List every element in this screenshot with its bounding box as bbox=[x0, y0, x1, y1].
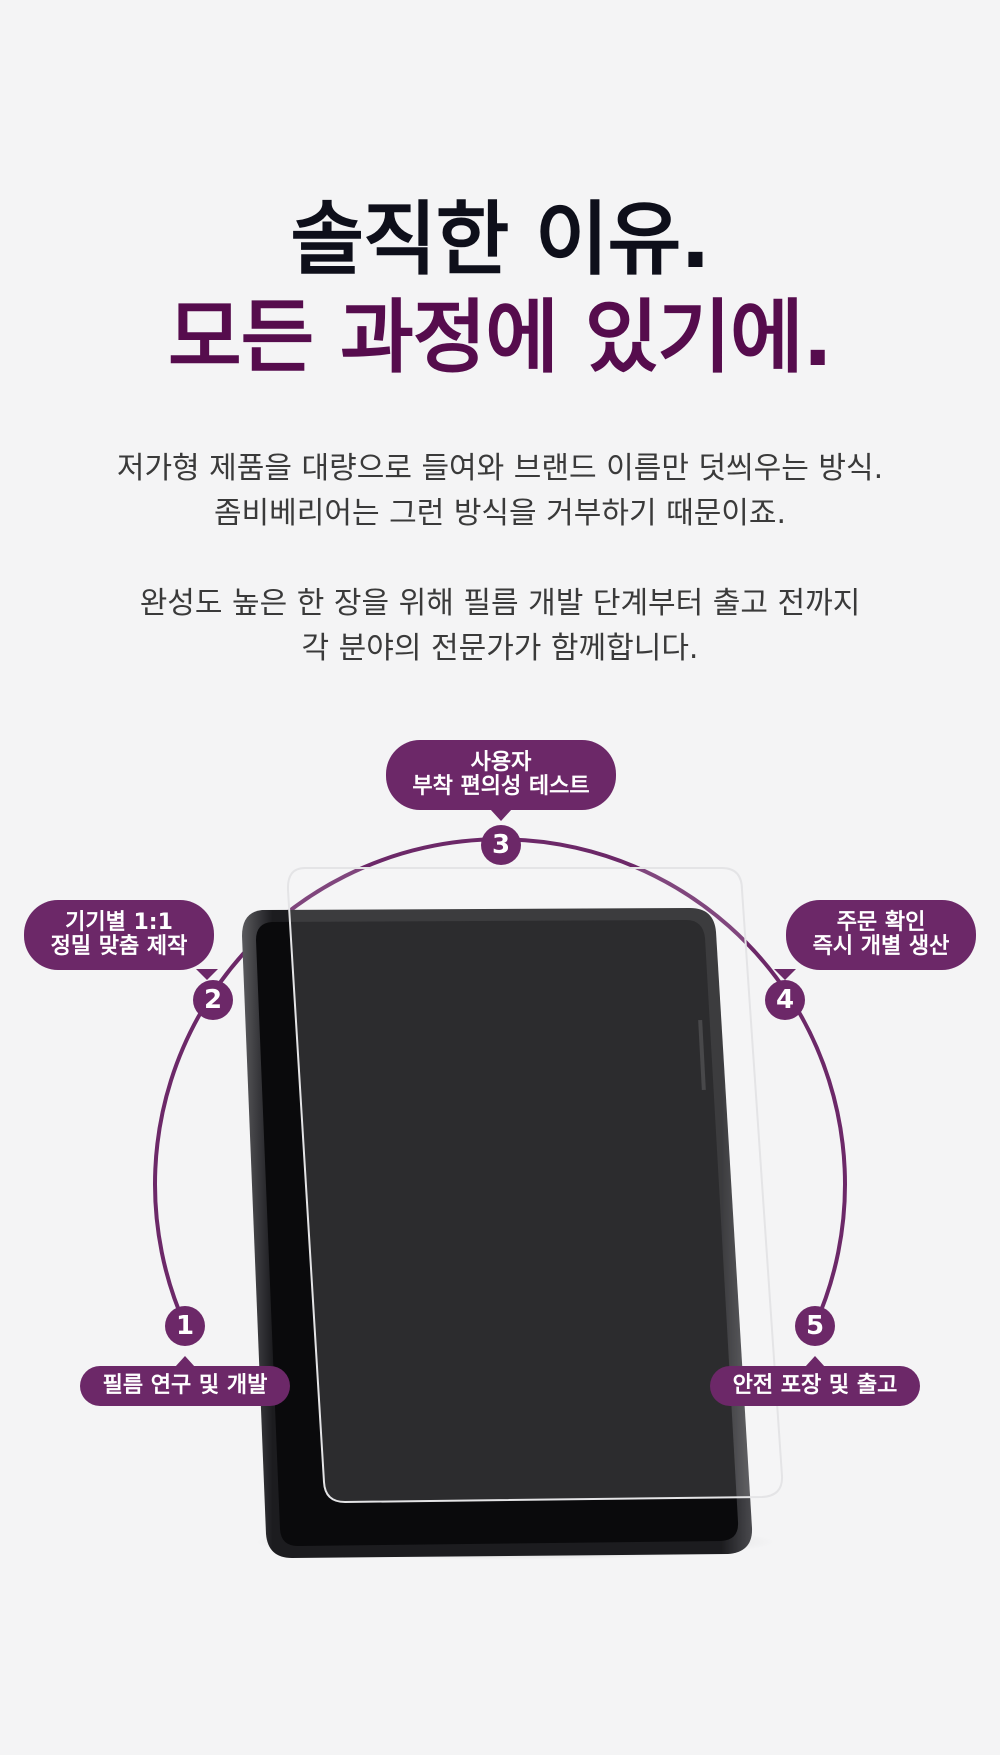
headline-line-2: 모든 과정에 있기에. bbox=[168, 291, 833, 384]
step-label-line: 정밀 맞춤 제작 bbox=[50, 934, 188, 959]
process-diagram: 사용자 부착 편의성 테스트 기기별 1:1 정밀 맞춤 제작 주문 확인 즉시… bbox=[0, 700, 1000, 1600]
pill-pointer bbox=[805, 1356, 825, 1367]
description-line: 좀비베리어는 그런 방식을 거부하기 때문이죠. bbox=[213, 496, 787, 531]
description-line: 저가형 제품을 대량으로 들여와 브랜드 이름만 덧씌우는 방식. bbox=[116, 451, 884, 486]
step-label-line: 사용자 bbox=[470, 750, 532, 775]
process-diagram-graphic bbox=[153, 809, 847, 1560]
step-1-number: 1 bbox=[165, 1306, 205, 1346]
step-5-label: 안전 포장 및 출고 bbox=[710, 1366, 920, 1406]
step-label-line: 기기별 1:1 bbox=[65, 910, 173, 935]
description-paragraph-2: 완성도 높은 한 장을 위해 필름 개발 단계부터 출고 전까지 각 분야의 전… bbox=[0, 581, 1000, 671]
description-paragraph-1: 저가형 제품을 대량으로 들여와 브랜드 이름만 덧씌우는 방식. 좀비베리어는… bbox=[0, 446, 1000, 536]
step-label-line: 즉시 개별 생산 bbox=[812, 934, 950, 959]
pill-pointer bbox=[490, 809, 512, 821]
step-label-line: 주문 확인 bbox=[836, 910, 926, 935]
step-1-label: 필름 연구 및 개발 bbox=[80, 1366, 290, 1406]
tablet-image bbox=[242, 908, 753, 1558]
pill-pointer bbox=[196, 969, 218, 980]
step-3-number: 3 bbox=[481, 825, 521, 865]
step-label-line: 부착 편의성 테스트 bbox=[412, 774, 590, 799]
headline-line-1: 솔직한 이유. bbox=[290, 193, 710, 286]
film-sheet bbox=[286, 867, 784, 1504]
pill-pointer bbox=[175, 1356, 195, 1367]
step-2-label: 기기별 1:1 정밀 맞춤 제작 bbox=[24, 900, 214, 970]
step-5-number: 5 bbox=[795, 1306, 835, 1346]
description-line: 완성도 높은 한 장을 위해 필름 개발 단계부터 출고 전까지 bbox=[139, 586, 861, 621]
step-2-number: 2 bbox=[193, 980, 233, 1020]
step-4-label: 주문 확인 즉시 개별 생산 bbox=[786, 900, 976, 970]
step-4-number: 4 bbox=[765, 980, 805, 1020]
description-line: 각 분야의 전문가가 함께합니다. bbox=[301, 631, 699, 666]
pill-pointer bbox=[774, 969, 796, 980]
step-3-label: 사용자 부착 편의성 테스트 bbox=[386, 740, 616, 810]
